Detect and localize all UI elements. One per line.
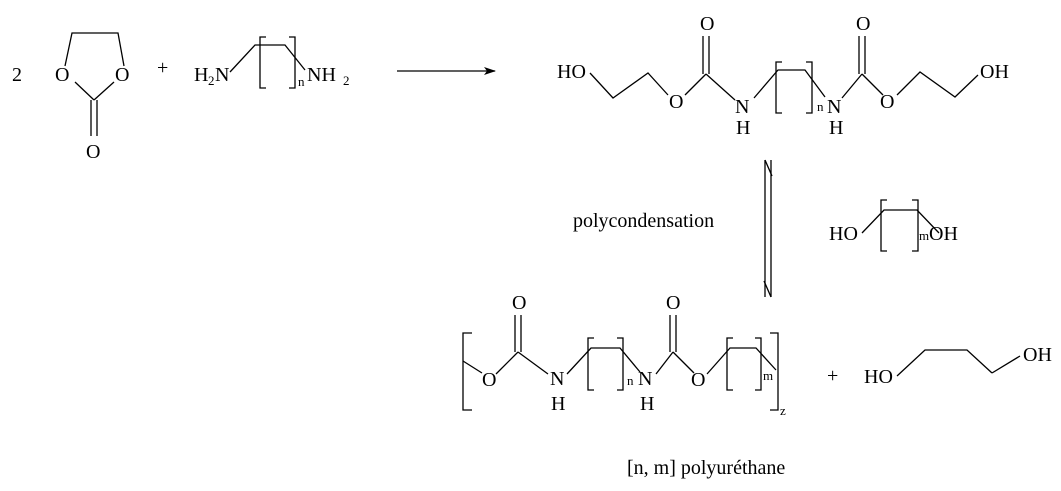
glycol-oh: OH bbox=[1023, 344, 1052, 366]
diol-reagent: HO m OH bbox=[829, 199, 958, 252]
product-chain-left bbox=[589, 72, 669, 99]
polymer-chain-m bbox=[706, 347, 777, 375]
polycondensation-label: polycondensation bbox=[573, 210, 714, 232]
product-bond-c-o-right bbox=[861, 73, 884, 96]
diamine-h2-subscript: 2 bbox=[343, 73, 350, 88]
polymer-bracket-n-right bbox=[617, 337, 624, 391]
polymer-bond-start bbox=[462, 360, 483, 374]
polymer-o-right: O bbox=[691, 369, 705, 391]
carbonate-o-left: O bbox=[55, 64, 69, 86]
polymer-o-carbonyl-right: O bbox=[666, 292, 680, 314]
polyurethane: O O N H n N H O O m z bbox=[462, 292, 786, 418]
polymer-index-n: n bbox=[627, 373, 634, 388]
diamine: H 2 N n NH 2 bbox=[194, 36, 350, 89]
product-n-right: N bbox=[827, 96, 841, 118]
polymer-repeat-bracket-left bbox=[462, 332, 472, 411]
ethylene-carbonate: O O O bbox=[55, 32, 129, 163]
polyurethane-caption: [n, m] polyuréthane bbox=[627, 457, 785, 479]
reagent-index-m: m bbox=[919, 228, 929, 243]
product-index-n: n bbox=[817, 99, 824, 114]
product-o-ester-right: O bbox=[880, 91, 894, 113]
polymer-bond-n-c-right bbox=[655, 351, 674, 375]
carbonate-bond-left bbox=[74, 81, 95, 101]
product-bracket-right bbox=[806, 61, 813, 114]
glycol-chain bbox=[896, 349, 993, 377]
polymer-o-carbonyl-left: O bbox=[512, 292, 526, 314]
glycol-bond-oh bbox=[991, 355, 1021, 374]
polymer-h-left: H bbox=[551, 393, 565, 415]
product-bracket-left bbox=[775, 61, 782, 114]
reagent-bracket-right bbox=[912, 199, 919, 252]
diol-product: HO O O N H n N H O O OH bbox=[557, 13, 1009, 139]
product-n-left: N bbox=[735, 96, 749, 118]
product-bond-n-c-right bbox=[841, 73, 863, 99]
product-chain-middle bbox=[753, 69, 826, 99]
equilibrium-half-head-down bbox=[763, 280, 772, 298]
product-ho: HO bbox=[557, 61, 586, 83]
polymer-bond-c-o-right bbox=[672, 351, 695, 374]
product-h-right: H bbox=[829, 117, 843, 139]
diamine-bracket-right bbox=[289, 36, 296, 89]
carbonate-ring-bonds bbox=[64, 32, 125, 67]
carbonate-o-carbonyl: O bbox=[86, 141, 100, 163]
plus-sign-1: + bbox=[157, 57, 168, 79]
diamine-index-n: n bbox=[298, 74, 305, 89]
ethylene-glycol: HO OH bbox=[864, 344, 1052, 388]
diamine-n-left: N bbox=[215, 64, 229, 86]
polymer-bracket-m-right bbox=[755, 337, 762, 391]
reagent-bracket-left bbox=[880, 199, 887, 252]
product-h-left: H bbox=[736, 117, 750, 139]
polymer-chain-n bbox=[566, 347, 641, 375]
polymer-bracket-m-left bbox=[726, 337, 733, 391]
carbonate-o-right: O bbox=[115, 64, 129, 86]
polymer-o-left: O bbox=[482, 369, 496, 391]
reagent-oh: OH bbox=[929, 223, 958, 245]
diamine-h-subscript: 2 bbox=[208, 73, 215, 88]
diamine-h: H bbox=[194, 64, 208, 86]
polymer-n-left: N bbox=[550, 368, 564, 390]
polymer-repeat-index-z: z bbox=[780, 403, 786, 418]
stoichiometric-coefficient: 2 bbox=[12, 64, 22, 86]
product-o-ester-left: O bbox=[669, 91, 683, 113]
polymer-repeat-bracket-right bbox=[770, 332, 779, 411]
polymer-bond-o-c-left bbox=[495, 351, 519, 375]
product-chain-right bbox=[896, 71, 979, 98]
polymer-n-right: N bbox=[638, 368, 652, 390]
polymer-h-right: H bbox=[640, 393, 654, 415]
carbonate-bond-right bbox=[93, 81, 115, 101]
product-bond-o-c-left bbox=[684, 73, 707, 96]
diamine-nh-right: NH bbox=[307, 64, 336, 86]
polymer-index-m: m bbox=[763, 368, 773, 383]
product-o-carbonyl-right: O bbox=[856, 13, 870, 35]
product-oh: OH bbox=[980, 61, 1009, 83]
plus-sign-2: + bbox=[827, 365, 838, 387]
diamine-chain bbox=[229, 44, 306, 73]
product-bond-c-n-left bbox=[705, 73, 736, 101]
polymer-bracket-n-left bbox=[587, 337, 594, 391]
reagent-chain bbox=[861, 209, 940, 234]
reagent-ho: HO bbox=[829, 223, 858, 245]
polymer-bond-c-n-left bbox=[517, 351, 549, 375]
equilibrium-arrows bbox=[763, 159, 773, 298]
glycol-ho: HO bbox=[864, 366, 893, 388]
diamine-bracket-left bbox=[259, 36, 266, 89]
product-o-carbonyl-left: O bbox=[700, 13, 714, 35]
